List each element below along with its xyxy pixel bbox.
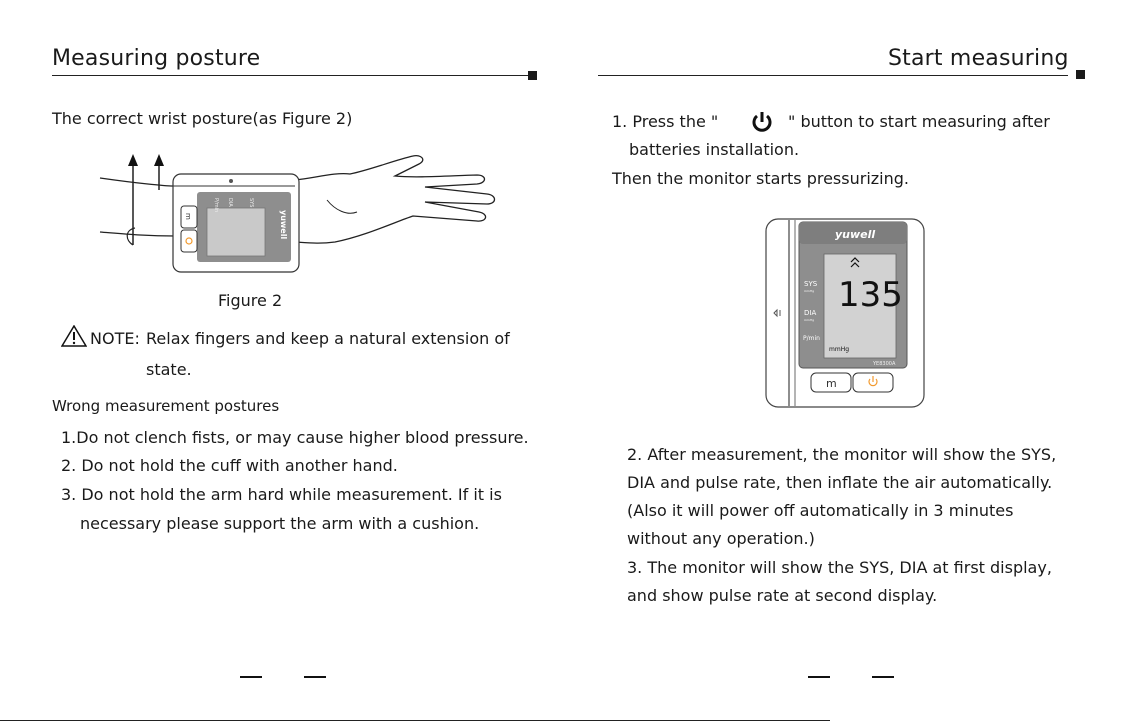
device-model-text: YE8300A [872, 361, 896, 367]
wrong-item-3-cont: necessary please support the arm with a … [80, 514, 480, 533]
fig-m-button-label: m [184, 213, 192, 220]
fig-label-sys: SYS [248, 198, 254, 207]
left-page-mark-2 [304, 676, 326, 678]
step3-line-2: and show pulse rate at second display. [627, 586, 938, 605]
step1-text-before-icon: 1. Press the " [612, 112, 719, 131]
step1-line-3: Then the monitor starts pressurizing. [612, 169, 909, 188]
monitor-device-figure: yuwell 135 SYS DIA P/min mmHg mmHg mmHg … [765, 218, 925, 408]
cuff-arrow-icon [773, 308, 781, 318]
device-sys-unit: mmHg [804, 289, 814, 293]
bottom-rule [0, 720, 830, 721]
lcd-unit: mmHg [829, 346, 849, 353]
device-brand-text: yuwell [835, 228, 875, 241]
wrist-posture-figure: P/min DIA SYS yuwell m [99, 154, 496, 273]
left-intro-text: The correct wrist posture(as Figure 2) [52, 109, 353, 128]
wrong-item-2: 2. Do not hold the cuff with another han… [61, 456, 398, 475]
pressurize-chevron-icon [850, 257, 860, 268]
note-line-2: state. [146, 360, 192, 379]
step2-line-2: DIA and pulse rate, then inflate the air… [627, 473, 1053, 492]
note-label: NOTE: [90, 329, 140, 348]
right-page-mark-2 [872, 676, 894, 678]
device-label-pulse: P/min [803, 335, 820, 342]
step2-line-4: without any operation.) [627, 529, 815, 548]
step3-line-1: 3. The monitor will show the SYS, DIA at… [627, 558, 1052, 577]
fig-label-dia: DIA [227, 198, 233, 207]
step2-line-1: 2. After measurement, the monitor will s… [627, 445, 1057, 464]
warning-icon [61, 325, 87, 347]
step2-line-3: (Also it will power off automatically in… [627, 501, 1014, 520]
device-label-sys: SYS [804, 280, 818, 288]
step1-text-after-icon: " button to start measuring after [788, 112, 1050, 131]
device-m-button-label: m [826, 377, 837, 390]
note-line-1: Relax fingers and keep a natural extensi… [146, 329, 510, 348]
left-heading-rule [52, 75, 532, 76]
left-heading-square [528, 71, 537, 80]
step1-line-2: batteries installation. [629, 140, 800, 159]
device-label-dia: DIA [804, 309, 816, 317]
power-icon [752, 112, 772, 132]
fig-brand-text: yuwell [279, 210, 288, 239]
figure-caption: Figure 2 [218, 291, 283, 310]
lcd-reading: 135 [838, 275, 903, 315]
upward-arrows [132, 162, 160, 245]
fig-label-pulse: P/min [213, 198, 219, 212]
right-heading-square [1076, 70, 1085, 79]
device-dia-unit: mmHg [804, 318, 814, 322]
wrong-item-3: 3. Do not hold the arm hard while measur… [61, 485, 502, 504]
left-page-heading: Measuring posture [52, 46, 261, 71]
left-page-mark-1 [240, 676, 262, 678]
device-power-button-icon [868, 378, 878, 387]
right-page-heading: Start measuring [888, 46, 1069, 71]
wrong-item-1: 1.Do not clench fists, or may cause high… [61, 428, 529, 447]
right-page-mark-1 [808, 676, 830, 678]
right-heading-rule [598, 75, 1068, 76]
fig-power-icon [185, 237, 193, 245]
wrong-postures-heading: Wrong measurement postures [52, 397, 280, 415]
